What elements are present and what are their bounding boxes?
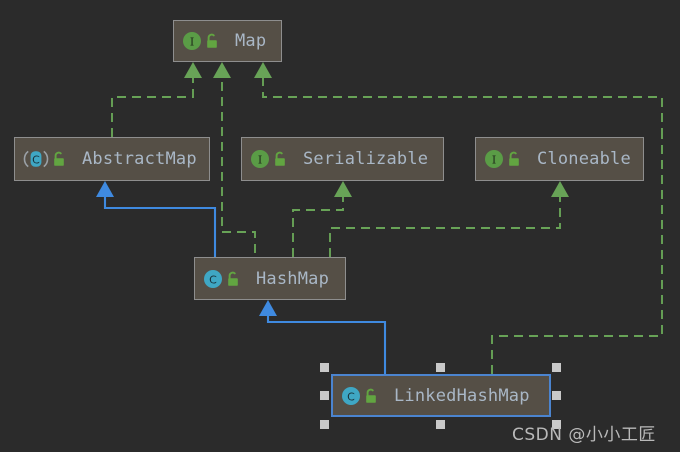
interface-icon: I	[484, 149, 504, 169]
svg-text:I: I	[258, 154, 262, 167]
handle-top-left[interactable]	[320, 363, 329, 372]
handle-bottom-right[interactable]	[552, 420, 561, 429]
uml-node-map[interactable]: I Map	[173, 20, 282, 62]
handle-middle-right[interactable]	[552, 391, 561, 400]
edge-path	[103, 190, 217, 257]
uml-node-label: Cloneable	[537, 149, 631, 169]
svg-text:I: I	[492, 154, 496, 167]
uml-edge-abstractmap-implements-map[interactable]	[111, 62, 202, 137]
uml-node-hashmap[interactable]: C HashMap	[194, 257, 346, 300]
edge-arrowhead-implements	[334, 181, 352, 197]
edge-arrowhead-extends	[259, 300, 277, 316]
edge-path	[111, 70, 194, 137]
abstract-class-icon: C	[23, 149, 49, 169]
unlocked-padlock-icon	[226, 270, 242, 288]
handle-top-center[interactable]	[436, 363, 445, 372]
edge-path	[292, 189, 344, 257]
class-icon: C	[341, 386, 361, 406]
edge-arrowhead-implements	[213, 62, 231, 78]
uml-edge-cloneable-implements-map[interactable]	[254, 62, 663, 137]
uml-edge-hashmap-implements-cloneable[interactable]	[329, 181, 569, 257]
node-icon-group: I	[182, 31, 221, 51]
interface-icon: I	[182, 31, 202, 51]
edge-arrowhead-implements	[254, 62, 272, 78]
svg-text:I: I	[190, 36, 194, 49]
edge-arrowhead-implements	[184, 62, 202, 78]
node-icon-group: I	[484, 149, 523, 169]
uml-node-label: Map	[235, 31, 267, 51]
unlocked-padlock-icon	[364, 387, 380, 405]
uml-edge-hashmap-implements-serializable[interactable]	[292, 181, 352, 257]
uml-node-label: HashMap	[256, 268, 330, 289]
edge-arrowhead-implements	[551, 181, 569, 197]
node-icon-group: I	[250, 149, 289, 169]
svg-text:C: C	[32, 154, 40, 167]
edge-path	[262, 70, 663, 137]
unlocked-padlock-icon	[273, 150, 289, 168]
node-icon-group: C	[203, 269, 242, 289]
class-icon: C	[203, 269, 223, 289]
edge-arrowhead-extends	[96, 181, 114, 197]
handle-top-right[interactable]	[552, 363, 561, 372]
uml-node-serializable[interactable]: I Serializable	[241, 137, 444, 181]
unlocked-padlock-icon	[52, 150, 68, 168]
handle-bottom-center[interactable]	[436, 420, 445, 429]
handle-middle-left[interactable]	[320, 391, 329, 400]
uml-edge-hashmap-extends-abstractmap[interactable]	[96, 181, 217, 257]
handle-bottom-left[interactable]	[320, 420, 329, 429]
uml-node-label: AbstractMap	[82, 149, 197, 169]
unlocked-padlock-icon	[507, 150, 523, 168]
unlocked-padlock-icon	[205, 32, 221, 50]
svg-text:C: C	[347, 390, 355, 403]
uml-node-cloneable[interactable]: I Cloneable	[475, 137, 644, 181]
watermark-text: CSDN @小小工匠	[512, 425, 656, 445]
node-icon-group: C	[23, 149, 68, 169]
svg-text:C: C	[209, 273, 217, 286]
node-icon-group: C	[341, 386, 380, 406]
uml-node-label: Serializable	[303, 149, 429, 169]
interface-icon: I	[250, 149, 270, 169]
uml-node-abstractmap[interactable]: C AbstractMap	[14, 137, 210, 181]
edge-path	[329, 189, 561, 257]
uml-node-label: LinkedHashMap	[394, 385, 530, 406]
uml-node-linkedhashmap[interactable]: C LinkedHashMap	[331, 374, 551, 417]
